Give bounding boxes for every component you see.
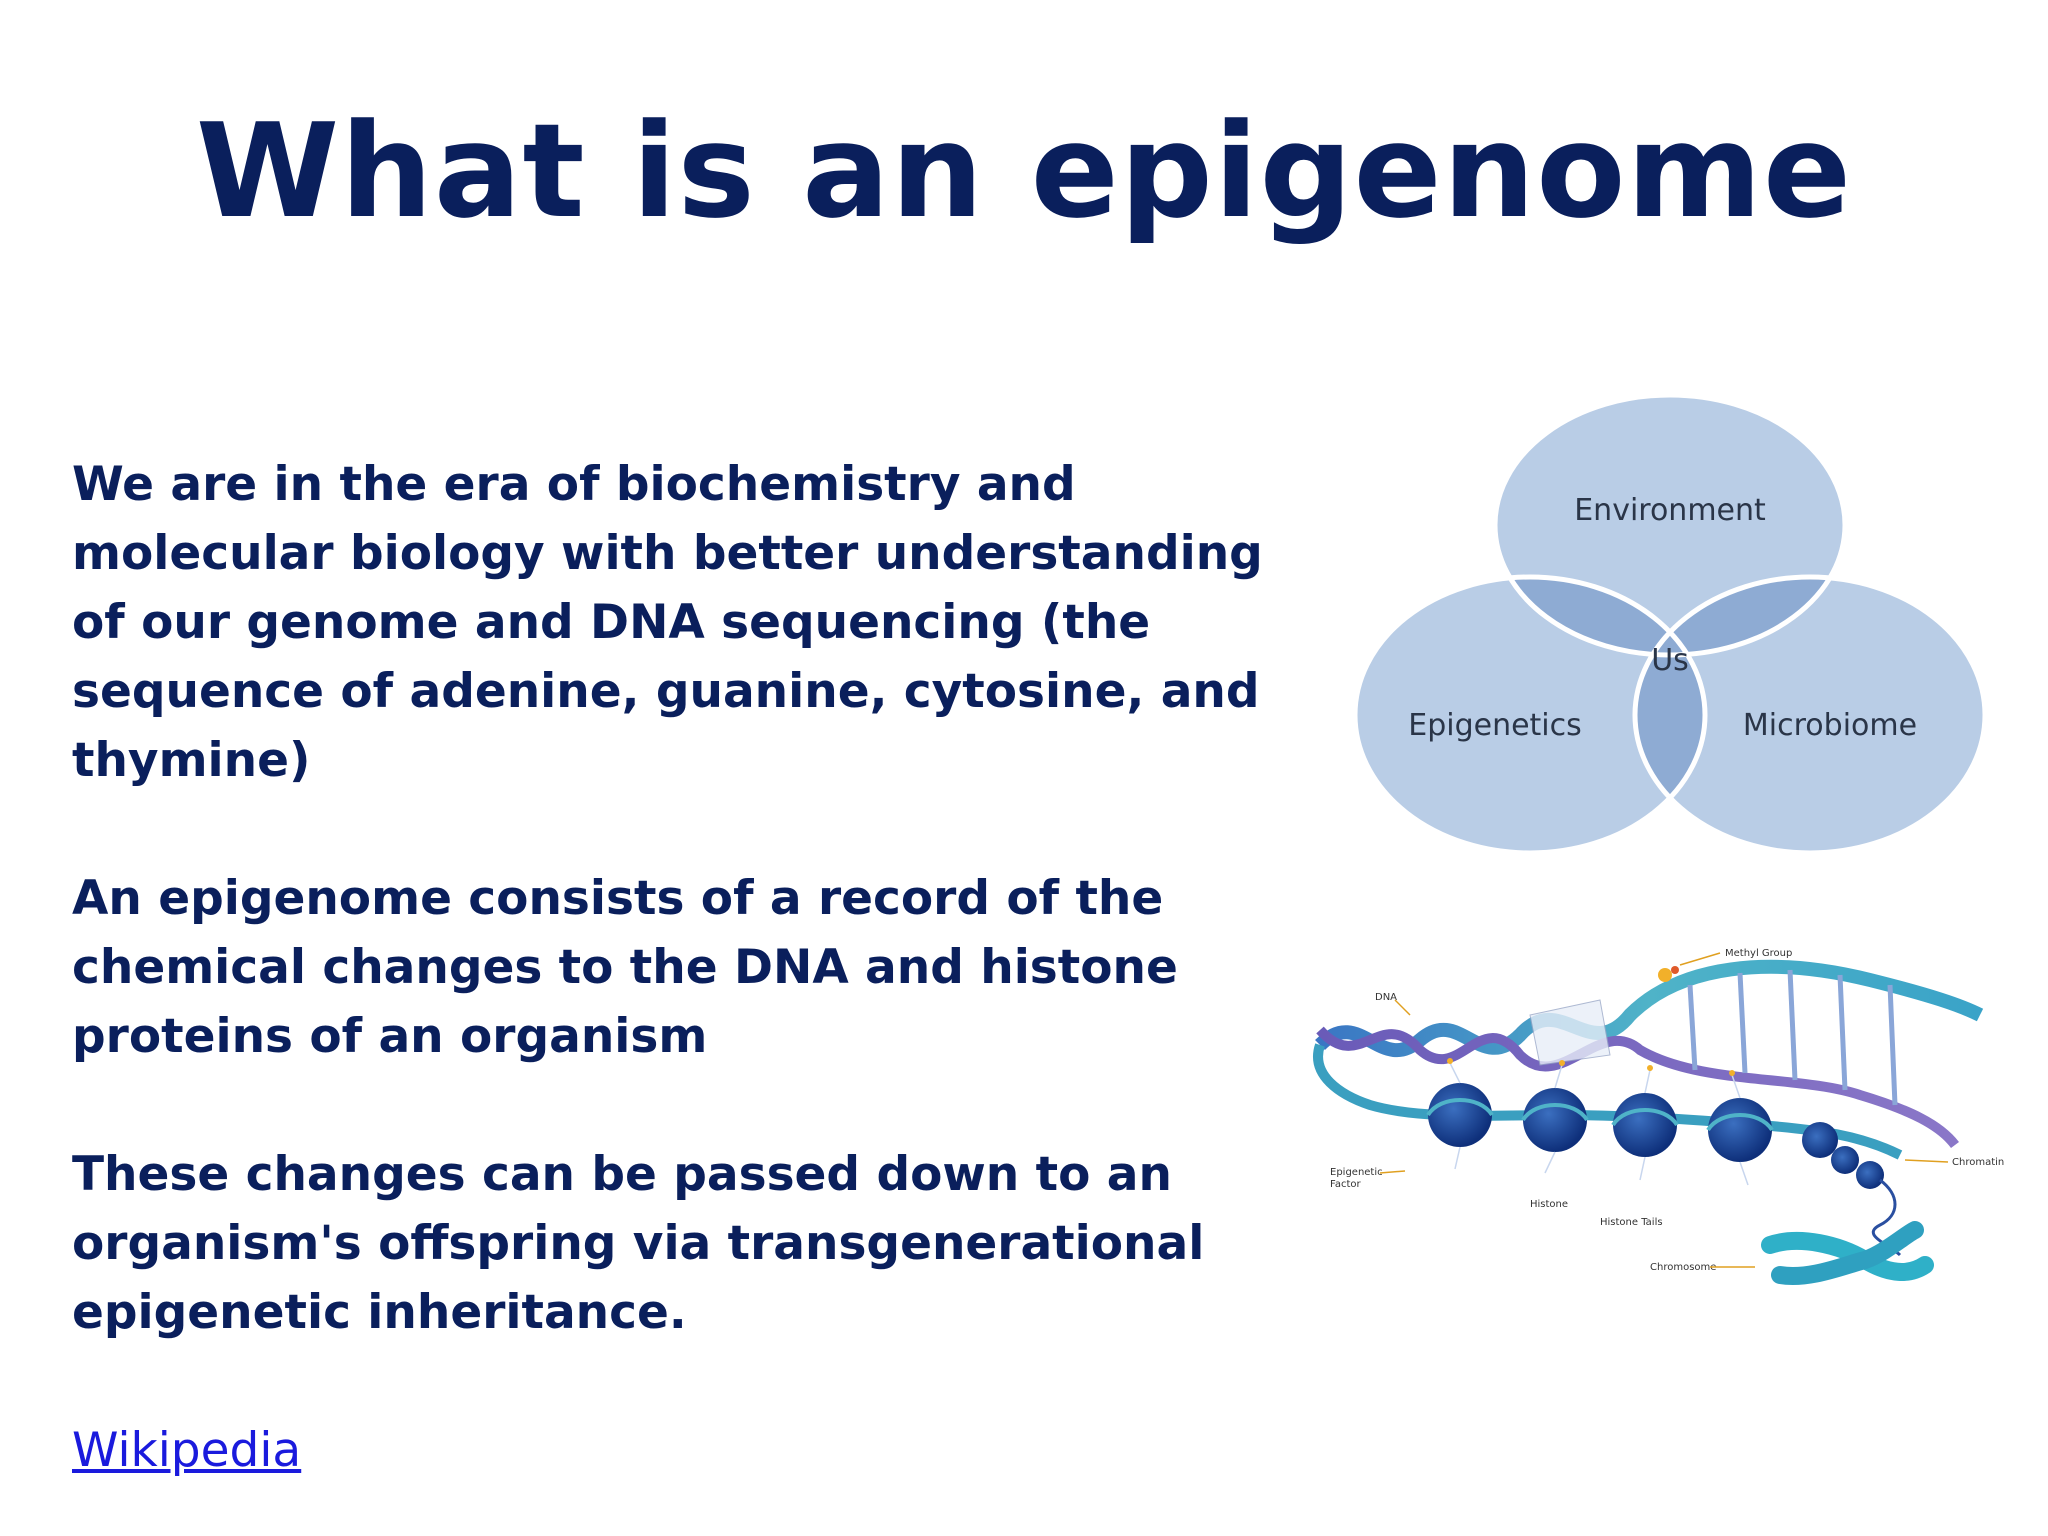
nucleosomes bbox=[1428, 1083, 1884, 1189]
venn-label-microbiome: Microbiome bbox=[1743, 708, 1917, 743]
methyl-group-icon bbox=[1658, 968, 1672, 982]
paragraph-epigenome: An epigenome consists of a record of the… bbox=[72, 871, 1178, 1064]
label-epigenetic-factor: Epigenetic bbox=[1330, 1167, 1383, 1178]
nucleosome bbox=[1613, 1093, 1677, 1157]
paragraph-inheritance: These changes can be passed down to an o… bbox=[72, 1147, 1205, 1340]
nucleosome bbox=[1523, 1088, 1587, 1152]
wikipedia-link[interactable]: Wikipedia bbox=[72, 1423, 302, 1478]
label-chromatin: Chromatin bbox=[1952, 1157, 2004, 1168]
label-histone-tails: Histone Tails bbox=[1600, 1217, 1663, 1228]
venn-diagram: Environment Epigenetics Microbiome Us bbox=[1352, 392, 1988, 856]
label-chromosome: Chromosome bbox=[1650, 1262, 1716, 1273]
venn-label-us: Us bbox=[1651, 643, 1689, 678]
dna-chromatin-diagram: Methyl Group DNA Epigenetic bbox=[1313, 948, 2004, 1285]
nucleosome bbox=[1802, 1122, 1838, 1158]
label-dna: DNA bbox=[1375, 992, 1397, 1003]
slide-title: What is an epigenome bbox=[195, 95, 1853, 247]
label-epigenetic-factor-2: Factor bbox=[1330, 1179, 1361, 1190]
nucleosome bbox=[1856, 1161, 1884, 1189]
venn-label-epigenetics: Epigenetics bbox=[1408, 708, 1582, 743]
nucleosome bbox=[1428, 1083, 1492, 1147]
dna-strand-blue bbox=[1315, 959, 1984, 1058]
label-histone: Histone bbox=[1530, 1199, 1568, 1210]
nucleosome bbox=[1708, 1098, 1772, 1162]
label-methyl-group: Methyl Group bbox=[1725, 948, 1792, 959]
slide-body: We are in the era of biochemistry and mo… bbox=[72, 450, 1302, 1485]
chromosome-icon bbox=[1761, 1221, 1934, 1285]
paragraph-genome: We are in the era of biochemistry and mo… bbox=[72, 457, 1263, 788]
venn-label-environment: Environment bbox=[1574, 493, 1766, 528]
base-pairs bbox=[1687, 969, 1898, 1106]
nucleosome bbox=[1831, 1146, 1859, 1174]
